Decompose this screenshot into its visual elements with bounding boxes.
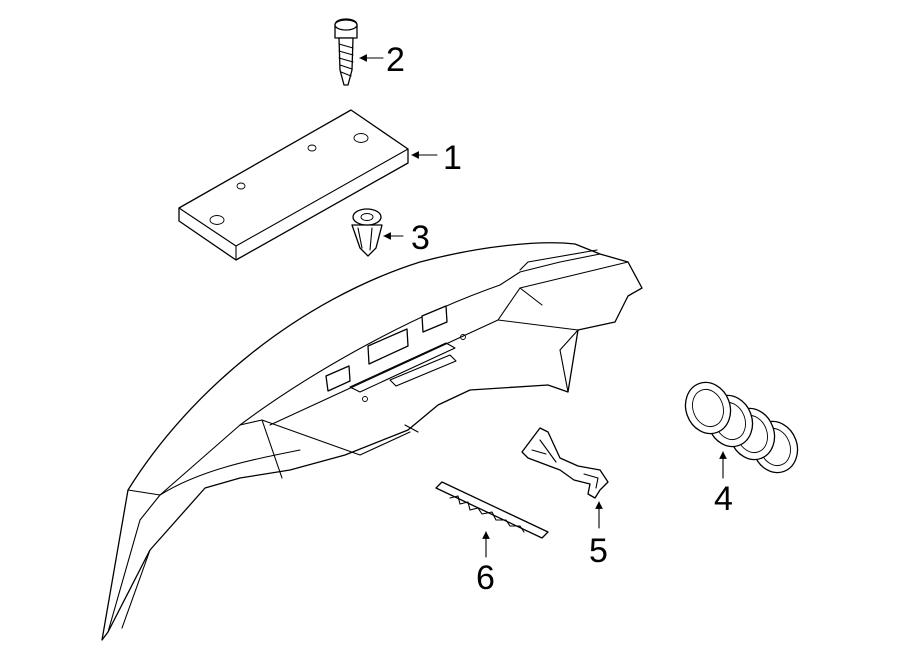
callout-5: 5: [589, 532, 608, 570]
spoiler-pad: [178, 109, 409, 261]
rings-emblem: [684, 381, 799, 474]
callout-1: 1: [443, 139, 462, 177]
quattro-badge: [435, 481, 549, 539]
callout-arrows: [359, 54, 727, 558]
callout-4: 4: [714, 480, 733, 518]
callout-3: 3: [411, 219, 430, 257]
clip-nut: [351, 208, 383, 257]
trunk-lid: [101, 242, 643, 641]
screw: [334, 18, 358, 86]
callout-6: 6: [476, 559, 495, 597]
callout-2: 2: [386, 41, 405, 79]
a4-badge: [521, 427, 609, 499]
